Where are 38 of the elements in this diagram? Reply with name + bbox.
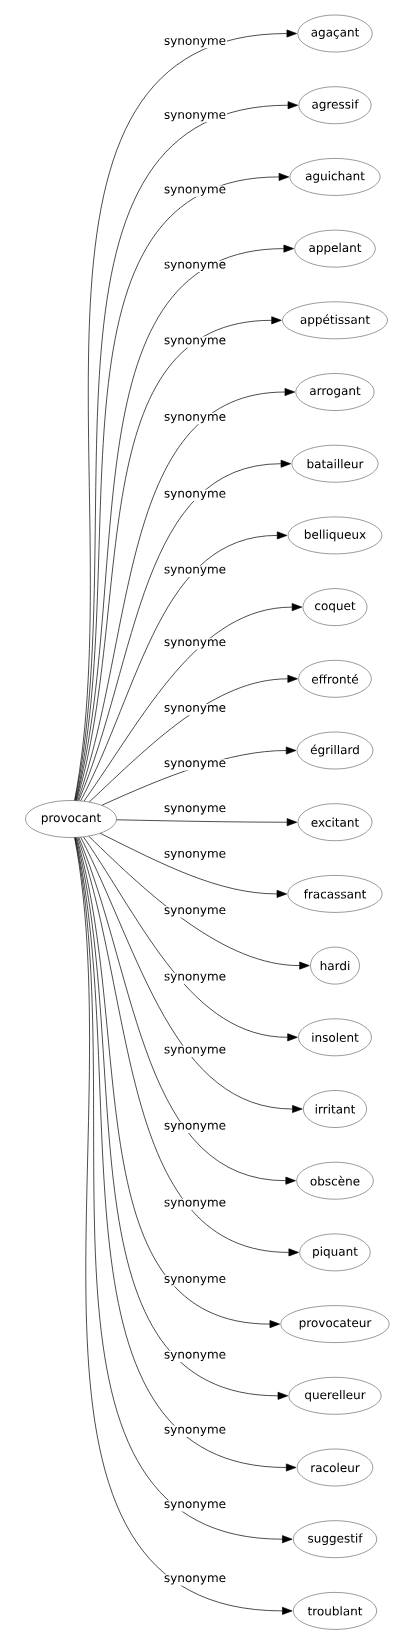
arrow — [77, 837, 299, 1257]
edge-label: synonyme — [162, 413, 228, 425]
arrow — [80, 836, 303, 1113]
arrow — [100, 833, 287, 898]
edge-label: synonyme — [162, 638, 228, 650]
arrow — [76, 316, 282, 801]
edge-label: synonyme — [162, 111, 228, 123]
arrow — [88, 835, 310, 970]
arrow — [75, 837, 288, 1400]
edge-label: synonyme — [162, 1121, 228, 1133]
edge-label: synonyme — [162, 336, 228, 348]
arrow — [83, 603, 303, 802]
edge-label: synonyme — [162, 1198, 228, 1210]
edge-label: synonyme — [162, 565, 228, 577]
edge-label: synonyme — [162, 1500, 228, 1512]
arrow — [77, 388, 295, 801]
arrow — [89, 674, 298, 803]
arrow — [80, 531, 288, 802]
edge-label: synonyme — [162, 260, 228, 272]
edge-label: synonyme — [162, 906, 228, 918]
edge-label: synonyme — [162, 37, 228, 49]
arrow — [78, 837, 296, 1185]
edge-label: synonyme — [162, 489, 228, 501]
edge-label: synonyme — [162, 972, 228, 984]
edge-label: synonyme — [162, 1350, 228, 1362]
edge-label: synonyme — [162, 759, 228, 771]
edge-label: synonyme — [162, 1275, 228, 1287]
edge-label: synonyme — [162, 1425, 228, 1437]
edge-label: synonyme — [162, 849, 228, 862]
arrow — [78, 459, 292, 801]
arrow — [116, 818, 298, 827]
edge-label: synonyme — [162, 1045, 228, 1057]
arrow — [83, 836, 298, 1042]
edge-label: synonyme — [162, 1574, 228, 1586]
edge-label: synonyme — [162, 185, 228, 197]
arrow — [76, 837, 280, 1329]
edge-label: synonyme — [162, 704, 228, 716]
edge-label: synonyme — [162, 804, 228, 816]
